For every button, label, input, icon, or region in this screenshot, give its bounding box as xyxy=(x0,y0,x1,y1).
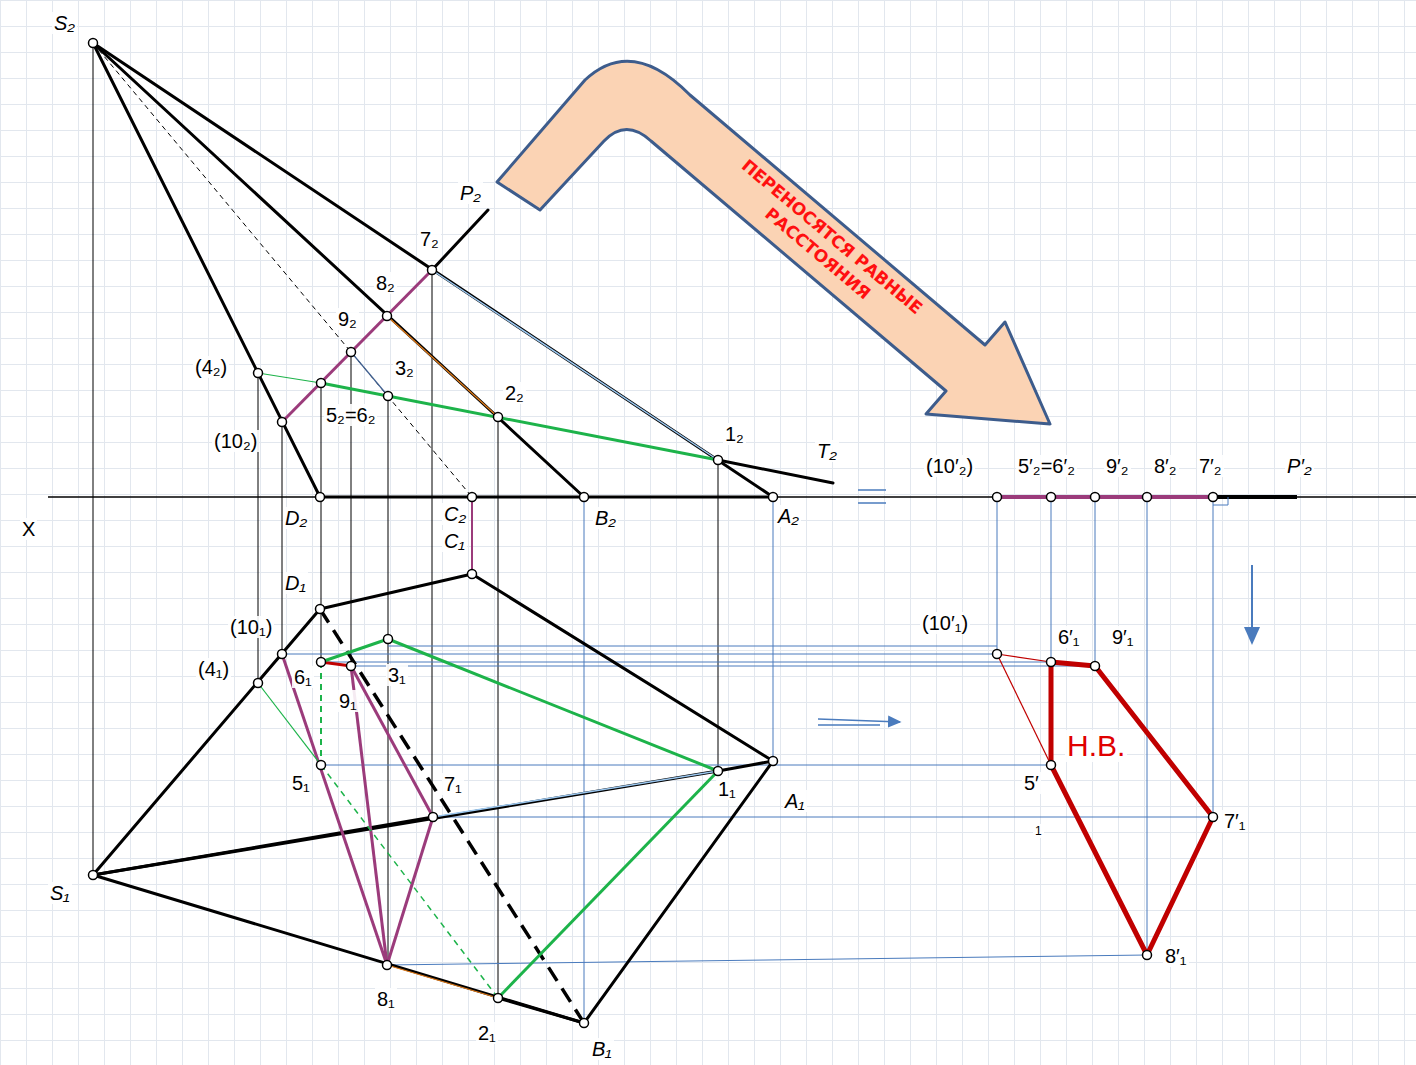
point-label: T₂ xyxy=(815,440,839,462)
point-label: 5₁ xyxy=(290,772,312,794)
point-label: 6₁ xyxy=(292,666,314,688)
point-label: 3₁ xyxy=(386,664,408,686)
point-label: 9₁ xyxy=(337,690,359,712)
point-label: 7′₂ xyxy=(1197,455,1224,477)
point-label: 8′₁ xyxy=(1163,945,1189,967)
point-label: 9₂ xyxy=(336,308,359,330)
point-label: 2₁ xyxy=(476,1022,498,1044)
point-label: (10′₁) xyxy=(920,612,970,634)
point-label: D₂ xyxy=(283,507,309,529)
point-label: 9′₁ xyxy=(1110,626,1136,648)
point-label: B₁ xyxy=(590,1038,614,1060)
point-label: 3₂ xyxy=(393,357,416,379)
point-label: X xyxy=(20,518,37,540)
point-label: 7₁ xyxy=(442,773,464,795)
point-label: 8′₂ xyxy=(1152,455,1179,477)
point-label: (4₂) xyxy=(193,356,229,378)
point-label: 8₂ xyxy=(374,272,397,294)
point-label: B₂ xyxy=(593,507,618,529)
point-label: 6′₁ xyxy=(1056,626,1082,648)
point-label: 1₂ xyxy=(723,423,746,445)
point-label: 7₂ xyxy=(418,228,441,250)
point-label: (4₁) xyxy=(196,658,231,680)
point-label: 5₂=6₂ xyxy=(324,404,377,426)
point-label: 9′₂ xyxy=(1104,455,1131,477)
point-label: 1 xyxy=(1033,824,1044,838)
point-label: 1₁ xyxy=(716,778,738,800)
arrow-caption: ПЕРЕНОСЯТСЯ РАВНЫЕ РАССТОЯНИЯ xyxy=(715,148,935,342)
point-label: (10₂) xyxy=(212,430,259,452)
point-label: Н.В. xyxy=(1065,730,1127,762)
point-label: P′₂ xyxy=(1285,455,1314,477)
point-label: 7′₁ xyxy=(1222,810,1248,832)
point-label: (10₁) xyxy=(228,616,274,638)
point-label: S₁ xyxy=(48,882,72,904)
point-label: D₁ xyxy=(283,572,308,594)
point-label: A₁ xyxy=(783,790,807,812)
point-label: C₁ xyxy=(442,530,467,552)
point-label: 8₁ xyxy=(375,988,397,1010)
point-label: 5′ xyxy=(1022,772,1041,794)
point-label: S₂ xyxy=(52,12,77,34)
point-label: A₂ xyxy=(776,505,801,527)
point-label: P₂ xyxy=(458,182,483,204)
point-label: 5′₂=6′₂ xyxy=(1016,455,1077,477)
bent-arrow: ПЕРЕНОСЯТСЯ РАВНЫЕ РАССТОЯНИЯ xyxy=(495,36,1060,430)
point-label: (10′₂) xyxy=(924,455,975,477)
point-label: C₂ xyxy=(442,503,468,525)
point-label: 2₂ xyxy=(503,382,526,404)
